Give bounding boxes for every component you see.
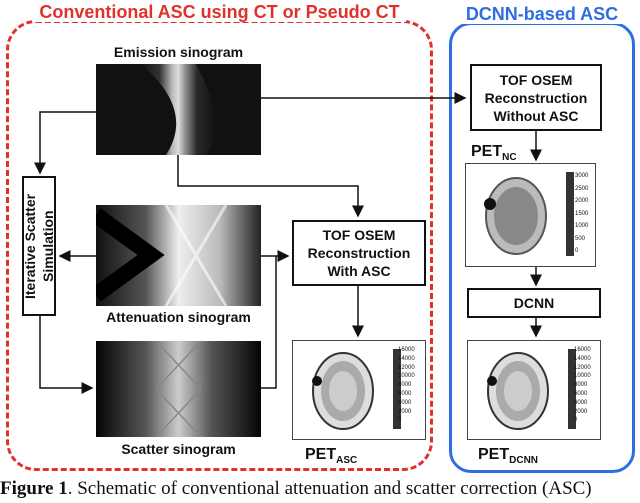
attenuation-sinogram-label: Attenuation sinogram	[106, 309, 251, 325]
arrow-emission-to-recon-asc	[177, 155, 364, 218]
dcnn-asc-title: DCNN-based ASC	[449, 2, 635, 26]
emission-sinogram-label: Emission sinogram	[113, 44, 244, 60]
conventional-asc-title: Conventional ASC using CT or Pseudo CT	[6, 0, 433, 24]
recon-with-asc-box: TOF OSEM Reconstruction With ASC	[292, 220, 426, 286]
dcnn-box: DCNN	[467, 288, 601, 318]
pet-asc-image	[292, 340, 426, 440]
pet-nc-label: PETNC	[471, 143, 517, 164]
pet-dcnn-image	[467, 340, 601, 440]
pet-dcnn-label: PETDCNN	[478, 446, 539, 467]
iterative-scatter-simulation-box: Iterative Scatter Simulation	[22, 176, 56, 316]
arrow-sinograms-to-recon-asc	[261, 256, 288, 389]
scatter-sinogram-image	[96, 341, 261, 437]
recon-without-asc-box: TOF OSEM Reconstruction Without ASC	[470, 64, 602, 131]
scatter-sinogram-label: Scatter sinogram	[121, 441, 236, 457]
attenuation-sinogram-image	[96, 205, 261, 306]
arrow-emission-to-iterative	[34, 111, 96, 175]
emission-sinogram-image	[96, 64, 261, 155]
pet-nc-image	[465, 163, 596, 267]
pet-asc-label: PETASC	[305, 446, 358, 467]
figure-caption: Figure 1. Schematic of conventional atte…	[0, 478, 592, 499]
arrow-iterative-to-scatter	[39, 316, 94, 394]
